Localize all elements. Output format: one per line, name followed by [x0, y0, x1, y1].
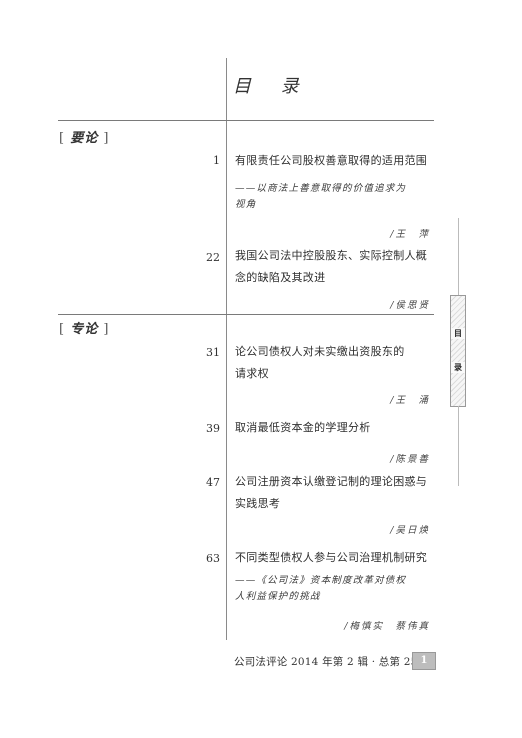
section-label: 专论	[70, 322, 99, 337]
entry-page-number: 47	[206, 476, 220, 489]
side-tab-char: 目	[451, 328, 465, 339]
vertical-rule-top	[226, 58, 227, 120]
section-rule	[58, 314, 434, 315]
entry-author: /王 萍	[390, 229, 430, 240]
section-heading: [ 专论 ]	[59, 322, 110, 337]
entry-author: /梅慎实 蔡伟真	[344, 621, 430, 632]
entry-title[interactable]: 我国公司法中控股股东、实际控制人概 念的缺陷及其改进	[235, 249, 428, 284]
entry-author: /王 涌	[390, 395, 430, 406]
section-heading: [ 要论 ]	[59, 131, 110, 146]
side-tab-char: 录	[451, 362, 465, 373]
toc-title: 目 录	[233, 76, 311, 97]
entry-page-number: 1	[213, 154, 220, 167]
side-tab-line-top	[458, 218, 459, 295]
entry-subtitle: ——《公司法》资本制度改革对债权 人利益保护的挑战	[235, 575, 407, 602]
side-tab: 目 录	[450, 295, 466, 407]
entry-page-number: 39	[206, 422, 220, 435]
entry-page-number: 22	[206, 251, 220, 264]
vertical-rule-main	[226, 120, 227, 640]
footer-journal: 公司法评论 2014 年第 2 辑 · 总第 25 辑	[234, 656, 432, 668]
entry-title[interactable]: 取消最低资本金的学理分析	[235, 421, 371, 434]
entry-title[interactable]: 论公司债权人对未实缴出资股东的 请求权	[235, 345, 405, 380]
entry-title[interactable]: 有限责任公司股权善意取得的适用范围	[235, 154, 428, 167]
section-label: 要论	[70, 131, 99, 146]
side-tab-line-bottom	[458, 406, 459, 486]
entry-page-number: 31	[206, 346, 220, 359]
entry-page-number: 63	[206, 552, 220, 565]
footer-page-number: 1	[412, 652, 436, 670]
section-rule	[58, 120, 434, 121]
entry-author: /吴日焕	[390, 525, 430, 536]
entry-subtitle: ——以商法上善意取得的价值追求为 视角	[235, 183, 407, 210]
entry-title[interactable]: 不同类型债权人参与公司治理机制研究	[235, 551, 428, 564]
entry-author: /陈景善	[390, 454, 430, 465]
entry-author: /侯思贤	[390, 300, 430, 311]
entry-title[interactable]: 公司注册资本认缴登记制的理论困惑与 实践思考	[235, 475, 428, 510]
